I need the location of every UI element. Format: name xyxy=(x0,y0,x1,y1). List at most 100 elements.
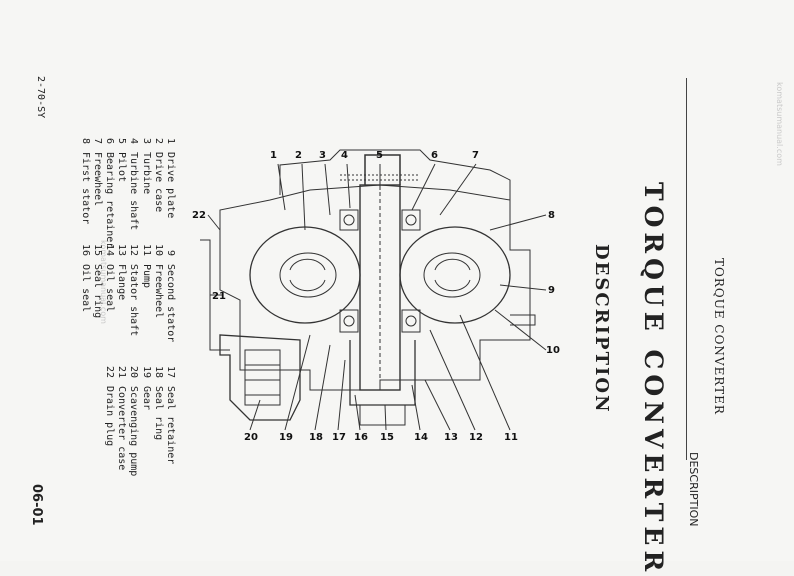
callout-8: 8 xyxy=(548,210,555,221)
right-torus-vane-b xyxy=(434,279,471,292)
callout-2: 2 xyxy=(295,150,302,161)
callout-21: 21 xyxy=(212,291,226,302)
leader-line xyxy=(489,214,547,231)
leader-line xyxy=(411,384,421,431)
manual-page: TORQUE CONVERTER DESCRIPTION komatsumanu… xyxy=(29,76,784,576)
callout-19: 19 xyxy=(279,432,293,443)
leader-line xyxy=(314,344,331,431)
leader-line xyxy=(494,309,547,351)
converter-case-outline xyxy=(219,184,531,391)
page-title: TORQUE CONVERTER xyxy=(639,182,668,576)
subsection-header: DESCRIPTION xyxy=(687,452,700,527)
scavenging-pump-outline xyxy=(219,334,301,421)
callout-12: 12 xyxy=(469,432,483,443)
bearing xyxy=(339,209,359,231)
callout-6: 6 xyxy=(431,150,438,161)
right-torus-vane xyxy=(434,258,471,271)
torque-converter-cross-section-diagram: 1 2 3 4 5 6 7 8 9 10 11 12 13 14 15 16 1… xyxy=(192,149,560,443)
callout-3: 3 xyxy=(319,150,326,161)
leader-line xyxy=(249,399,261,431)
callout-1: 1 xyxy=(270,150,277,161)
callout-14: 14 xyxy=(414,432,428,443)
callout-7: 7 xyxy=(472,150,479,161)
leader-line xyxy=(337,359,346,431)
callout-11: 11 xyxy=(504,432,518,443)
right-torus-core xyxy=(423,252,481,298)
leader-line xyxy=(324,163,331,216)
callout-15: 15 xyxy=(380,432,394,443)
callout-10: 10 xyxy=(546,345,560,356)
leader-line xyxy=(301,163,306,231)
callout-9: 9 xyxy=(548,285,555,296)
section-header: TORQUE CONVERTER xyxy=(712,258,726,415)
bearing-ball xyxy=(405,214,417,226)
left-torus-vane-b xyxy=(289,279,326,292)
callout-18: 18 xyxy=(309,432,323,443)
callout-22: 22 xyxy=(192,210,206,221)
bearing xyxy=(339,309,359,333)
leader-line xyxy=(424,379,451,431)
bearing xyxy=(401,209,421,231)
callout-17: 17 xyxy=(332,432,346,443)
leader-line xyxy=(384,404,387,431)
left-torus xyxy=(249,226,361,324)
leader-line xyxy=(277,163,286,211)
watermark-top: komatsumanual.com xyxy=(775,82,784,166)
bearing-ball xyxy=(343,315,355,327)
page-subtitle: DESCRIPTION xyxy=(591,244,612,414)
callout-16: 16 xyxy=(354,432,368,443)
bearing xyxy=(401,309,421,333)
output-shaft-outline xyxy=(359,405,406,426)
leader-line xyxy=(499,284,547,291)
scavenging-pump-gear xyxy=(244,349,281,406)
leader-line xyxy=(284,334,311,431)
page-number: 06-01 xyxy=(29,484,44,526)
callout-4: 4 xyxy=(341,150,348,161)
leader-line xyxy=(346,163,351,209)
leader-line xyxy=(207,214,221,231)
left-torus-vane xyxy=(289,258,326,271)
bearing-ball xyxy=(343,214,355,226)
left-torus-core xyxy=(279,252,337,298)
bearing-ball xyxy=(405,315,417,327)
side-bolt xyxy=(510,314,536,326)
right-torus xyxy=(399,226,511,324)
leader-line xyxy=(429,329,476,431)
leader-line xyxy=(439,163,477,216)
top-shaft-outline xyxy=(364,154,401,185)
drive-case-outline xyxy=(279,149,511,200)
leader-line xyxy=(354,394,361,431)
leader-line xyxy=(459,314,511,431)
doc-code: 2-70-SY xyxy=(35,76,46,119)
header-rule xyxy=(686,78,687,460)
output-flange-outline xyxy=(349,340,416,406)
callout-5: 5 xyxy=(376,150,383,161)
callout-20: 20 xyxy=(244,432,258,443)
leader-line xyxy=(411,163,436,211)
